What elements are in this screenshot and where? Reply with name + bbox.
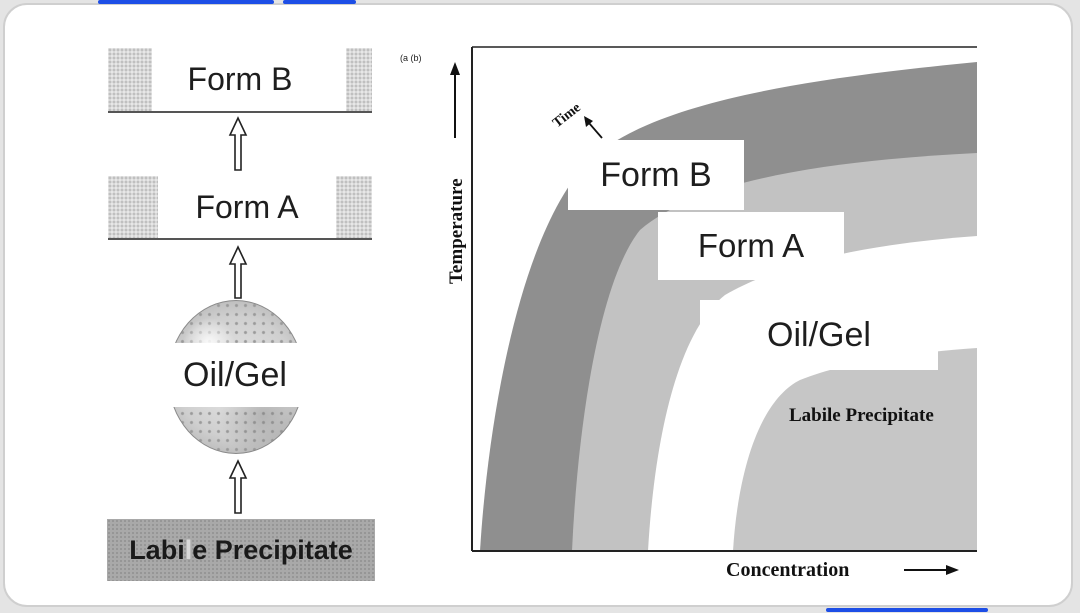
form-b-base-line [108, 111, 372, 113]
y-axis-label: Temperature [446, 178, 467, 284]
up-arrow-oil-to-form-a [228, 245, 248, 299]
form-a-hatch-left [108, 176, 158, 238]
labile-region [733, 348, 977, 551]
labile-label-start: Labi [129, 534, 185, 565]
tab-indicator-1[interactable] [98, 0, 274, 4]
x-axis-label: Concentration [726, 559, 849, 581]
form-a-base-line [108, 238, 372, 240]
time-arrow-line [588, 122, 603, 139]
up-arrow-labile-to-oil [228, 459, 248, 514]
form-b-hatch-right [346, 48, 372, 112]
tab-indicator-2[interactable] [283, 0, 356, 4]
left-form-a-label: Form A [158, 178, 336, 236]
plot-form-a-label: Form A [658, 212, 844, 280]
labile-label-gap: l [184, 534, 193, 565]
left-oil-gel-label: Oil/Gel [146, 343, 324, 407]
plot-form-b-label: Form B [568, 140, 744, 210]
up-arrow-form-a-to-b [228, 116, 248, 171]
form-b-hatch-left [108, 48, 152, 112]
labile-label-end: e Precipitate [192, 534, 353, 565]
tab-indicator-3[interactable] [826, 608, 988, 612]
plot-oil-gel-label: Oil/Gel [700, 300, 938, 370]
time-arrowhead [584, 116, 593, 127]
panel-labels: (a (b) [400, 53, 422, 63]
y-axis-arrowhead [450, 62, 460, 75]
x-axis-arrowhead [946, 565, 959, 575]
left-form-b-label: Form B [152, 50, 328, 108]
labile-region-label: Labile Precipitate [789, 405, 934, 426]
form-a-hatch-right [336, 176, 372, 238]
